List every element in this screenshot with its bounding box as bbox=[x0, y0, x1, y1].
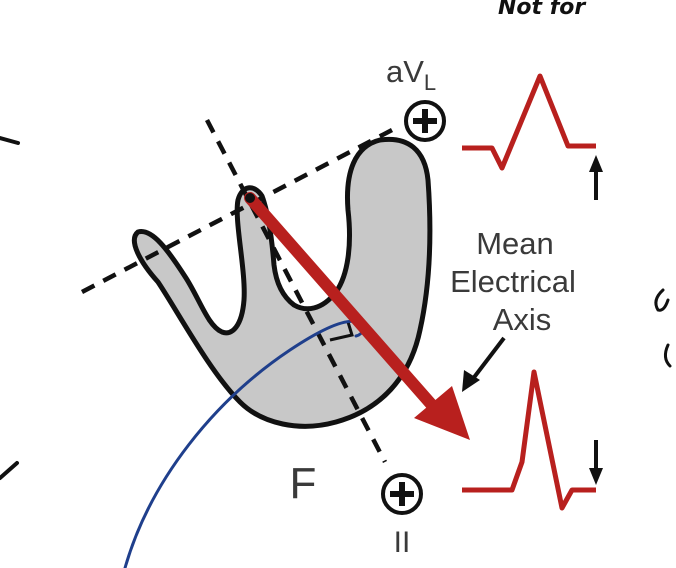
axis-caption-line-1: Mean bbox=[476, 226, 554, 261]
heart-shape bbox=[131, 136, 433, 429]
down-arrow-icon bbox=[589, 440, 603, 485]
margin-stroke-bottom bbox=[0, 461, 19, 480]
mean-axis-arrow-head bbox=[414, 386, 470, 440]
lead-ii-electrode bbox=[381, 473, 423, 515]
handwriting-right-2 bbox=[663, 343, 672, 368]
ecg-trace-lead-ii bbox=[462, 369, 596, 511]
ecg-trace-avl bbox=[462, 73, 596, 171]
caption-pointer-line bbox=[470, 336, 506, 382]
axis-caption-line-3: Axis bbox=[493, 302, 552, 337]
axis-origin-dot bbox=[245, 193, 255, 203]
lead-avl-label: aVL bbox=[386, 54, 436, 95]
margin-stroke-top bbox=[0, 136, 20, 145]
lead-ii-dashed-line bbox=[205, 118, 387, 464]
caption-pointer-head bbox=[462, 370, 480, 392]
avl-electrode bbox=[404, 100, 446, 142]
axis-caption-line-2: Electrical bbox=[450, 264, 576, 299]
mean-axis-arrow-shaft bbox=[244, 192, 444, 418]
handwriting-right-1 bbox=[654, 288, 670, 312]
handwritten-top-text: Not for bbox=[498, 0, 586, 20]
frontal-label: F bbox=[290, 459, 317, 508]
avl-perpendicular-dashed-line bbox=[80, 128, 394, 294]
up-arrow-icon bbox=[589, 155, 603, 200]
lead-ii-label: II bbox=[394, 526, 411, 559]
projection-tick bbox=[329, 321, 354, 342]
